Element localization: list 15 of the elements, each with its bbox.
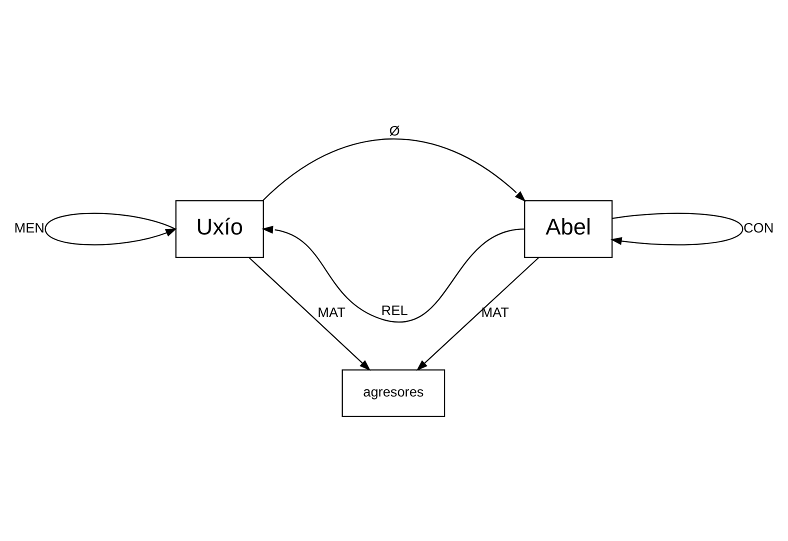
arrow xyxy=(262,226,525,322)
node-box: Abel xyxy=(524,200,613,258)
edge-label: Ø xyxy=(389,123,400,138)
node-box: Uxío xyxy=(175,200,264,258)
arrow xyxy=(610,212,744,246)
edge-label: MAT xyxy=(318,305,346,320)
arrow xyxy=(44,212,177,246)
arrow xyxy=(248,257,371,371)
edge-label: REL xyxy=(381,302,408,318)
edge-label: MAT xyxy=(481,305,509,320)
arrow xyxy=(416,257,540,371)
edge-label: CON xyxy=(743,220,774,236)
edge-label: MEN xyxy=(14,220,45,236)
node-box: agresores xyxy=(342,369,446,418)
arrow xyxy=(262,138,526,202)
